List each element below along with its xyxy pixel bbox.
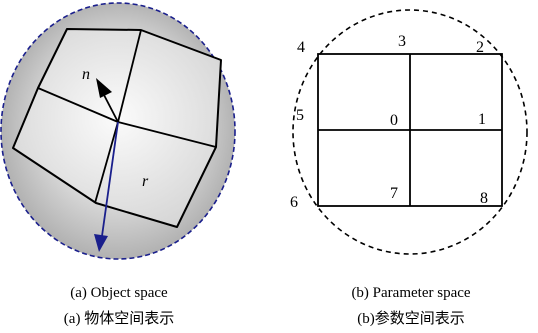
grid-label-2: 2 <box>476 39 484 56</box>
parameter-space-diagram: 4 3 2 5 0 1 6 7 8 <box>290 9 528 255</box>
normal-label: n <box>82 66 90 83</box>
caption-a-zh: (a) 物体空间表示 <box>64 310 174 327</box>
parameter-grid <box>317 53 503 207</box>
grid-label-4: 4 <box>297 39 305 56</box>
radius-vector <box>94 121 119 252</box>
object-space-diagram: n r <box>0 2 236 260</box>
grid-label-3: 3 <box>398 33 406 50</box>
grid-label-8: 8 <box>480 190 488 207</box>
normal-vector <box>96 78 119 123</box>
parameter-circle <box>292 9 528 255</box>
caption-b-en: (b) Parameter space <box>351 285 470 301</box>
radius-label: r <box>142 173 149 190</box>
grid-label-5: 5 <box>296 107 304 124</box>
grid-label-7: 7 <box>390 185 398 202</box>
grid-label-1: 1 <box>478 111 486 128</box>
grid-label-0: 0 <box>390 112 398 129</box>
caption-b-zh: (b)参数空间表示 <box>357 310 465 327</box>
caption-a-en: (a) Object space <box>70 285 168 301</box>
polyhedron-edges <box>37 29 217 204</box>
grid-label-6: 6 <box>290 194 298 211</box>
